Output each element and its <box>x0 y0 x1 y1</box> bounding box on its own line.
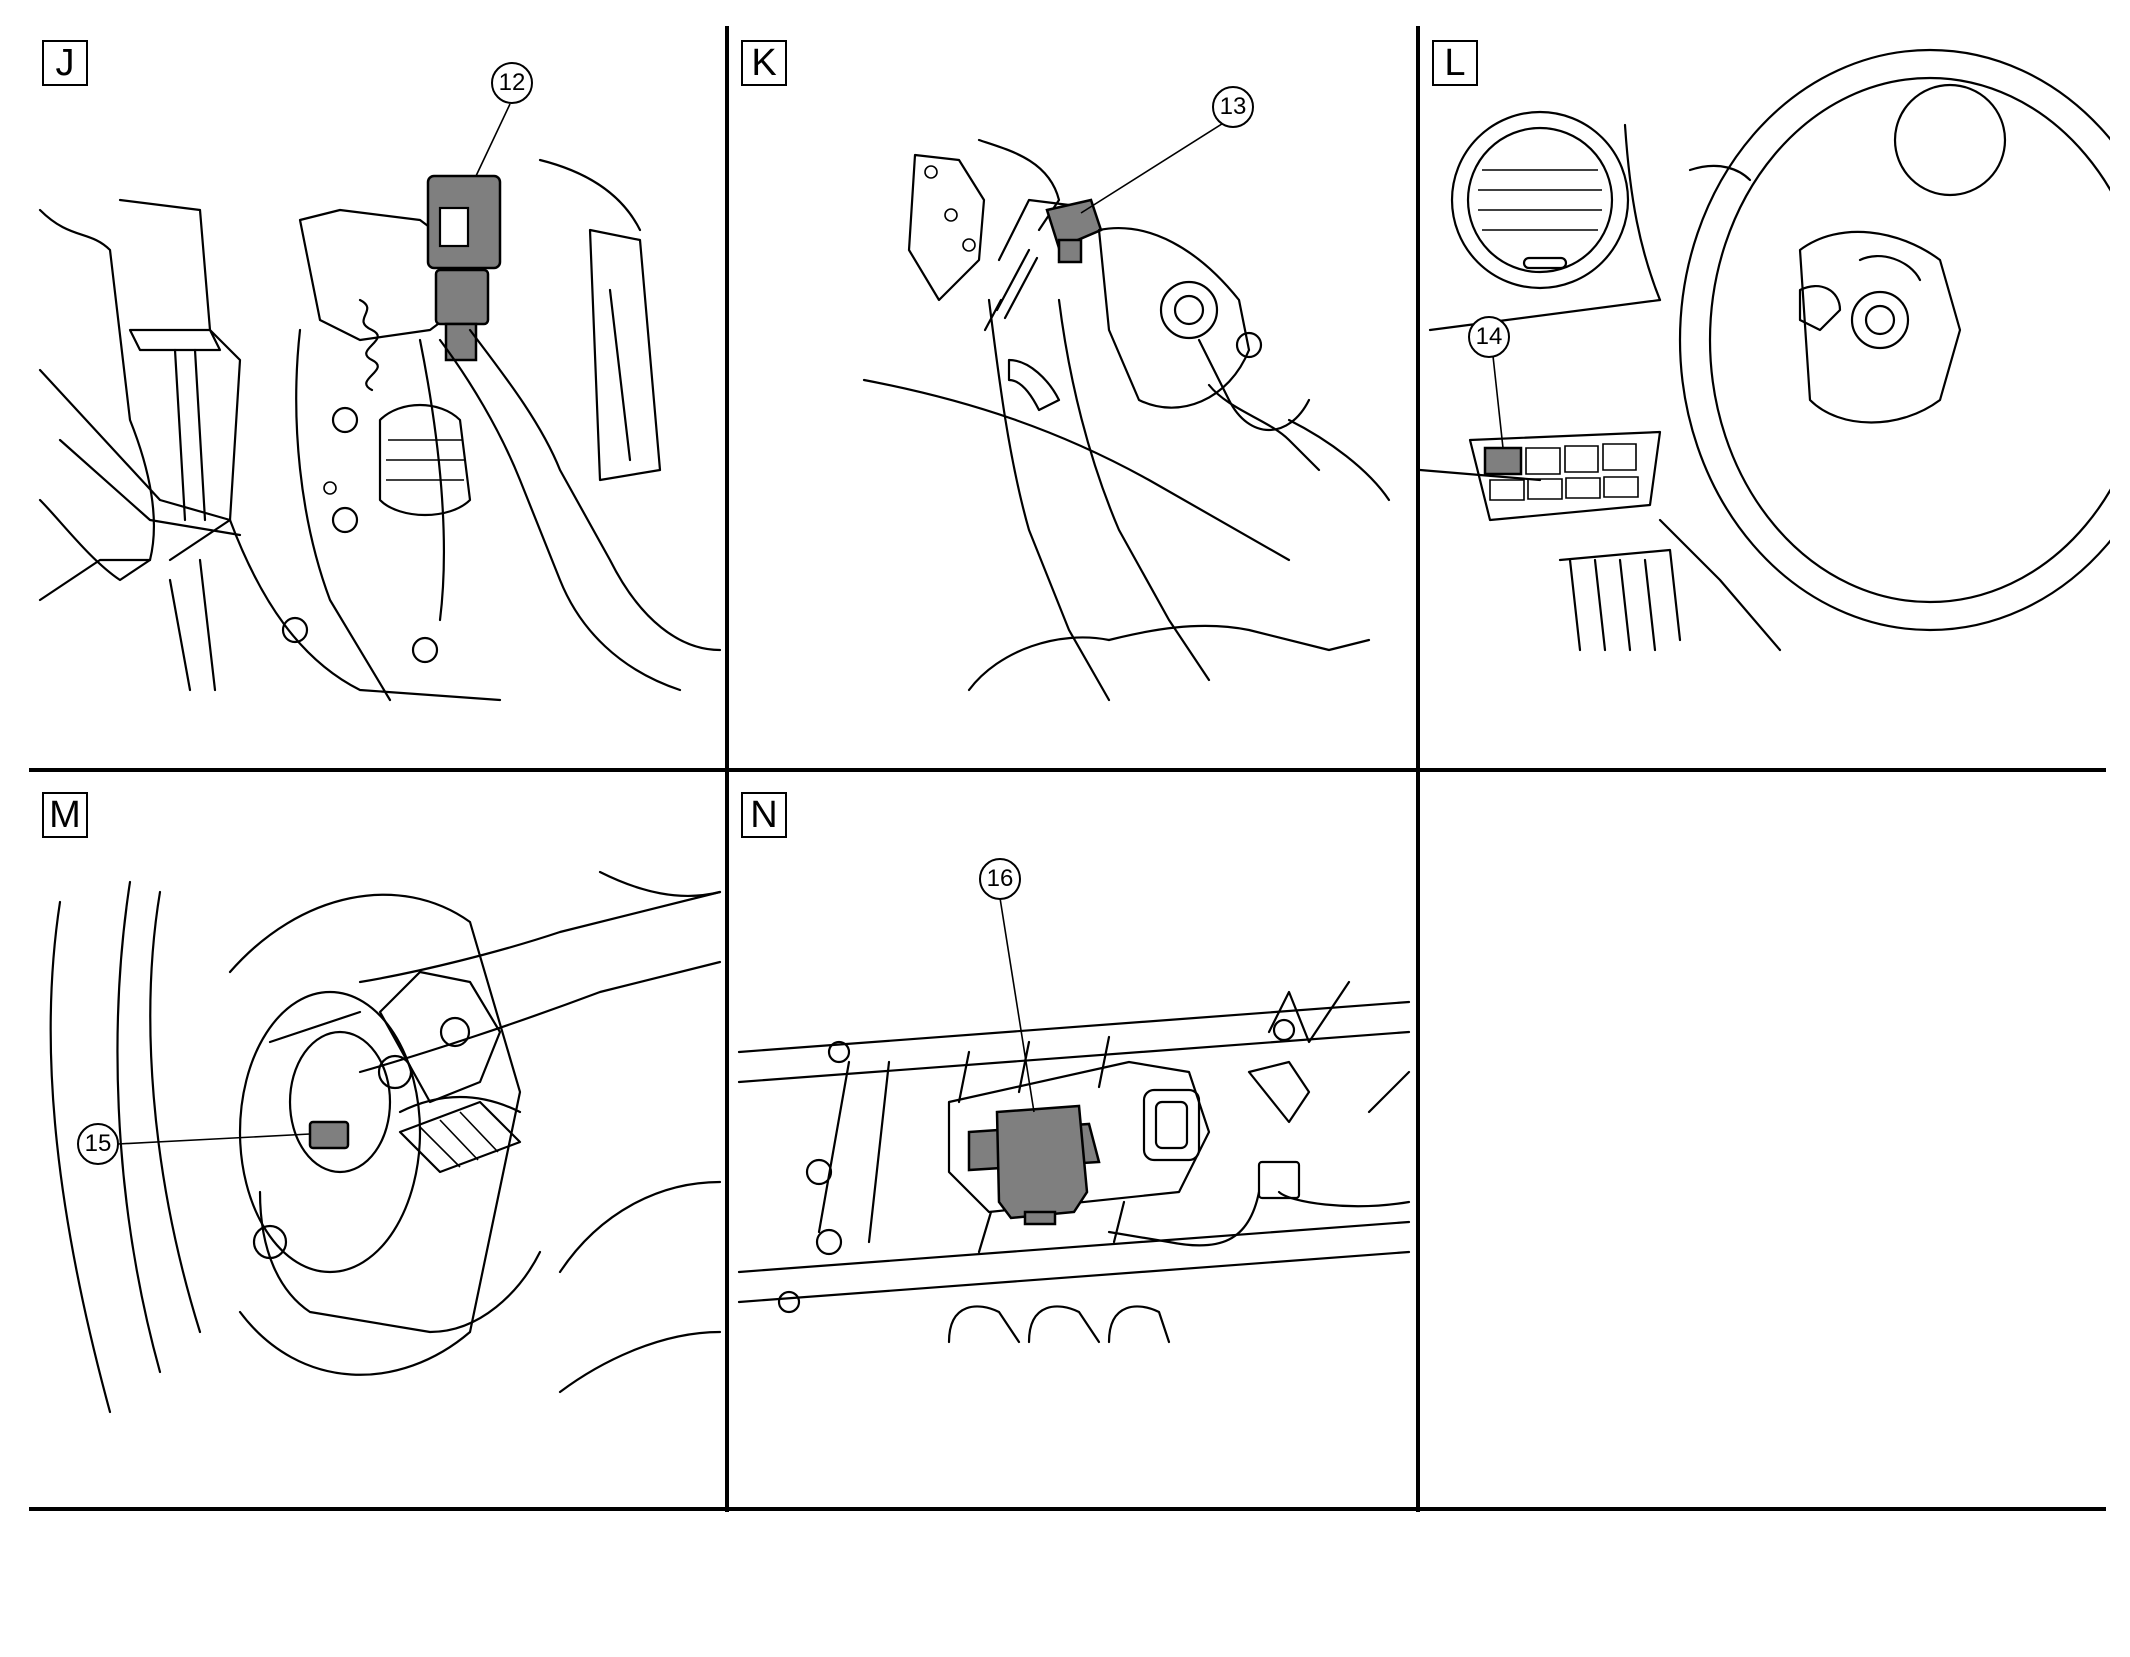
panel-label-k: K <box>741 40 787 86</box>
callout-14: 14 <box>1468 316 1510 358</box>
callout-leader-15 <box>117 1133 311 1145</box>
rear-control-unit-illustration <box>737 897 1411 1344</box>
panel-n: N 16 <box>729 772 1418 1509</box>
panel-empty <box>1420 772 2110 1509</box>
callout-leader-12 <box>475 103 511 177</box>
panel-label-j: J <box>42 40 88 86</box>
brake-pedal-bracket-illustration <box>862 121 1391 702</box>
panel-k: K 13 <box>729 0 1418 770</box>
callout-15: 15 <box>77 1123 119 1165</box>
callout-leader-13 <box>1080 121 1226 214</box>
panel-label-n: N <box>741 792 787 838</box>
panel-label-l: L <box>1432 40 1478 86</box>
panel-m: M 15 <box>0 772 727 1509</box>
instrument-panel-switch-illustration <box>1420 48 2110 652</box>
callout-12: 12 <box>491 62 533 104</box>
control-unit-part-16 <box>995 1104 1089 1220</box>
wheel-speed-sensor-illustration <box>49 870 722 1414</box>
panel-label-m: M <box>42 792 88 838</box>
callout-leader-16 <box>999 897 1035 1113</box>
wheel-speed-sensor-part <box>308 1120 350 1150</box>
callout-13: 13 <box>1212 86 1254 128</box>
callout-16: 16 <box>979 858 1021 900</box>
panel-j: J 12 <box>0 0 727 770</box>
callout-leader-14 <box>1492 355 1504 449</box>
panel-l: L 14 <box>1420 0 2110 770</box>
switch-part-14 <box>1483 446 1523 476</box>
brake-pedal-switch-illustration <box>38 103 722 702</box>
